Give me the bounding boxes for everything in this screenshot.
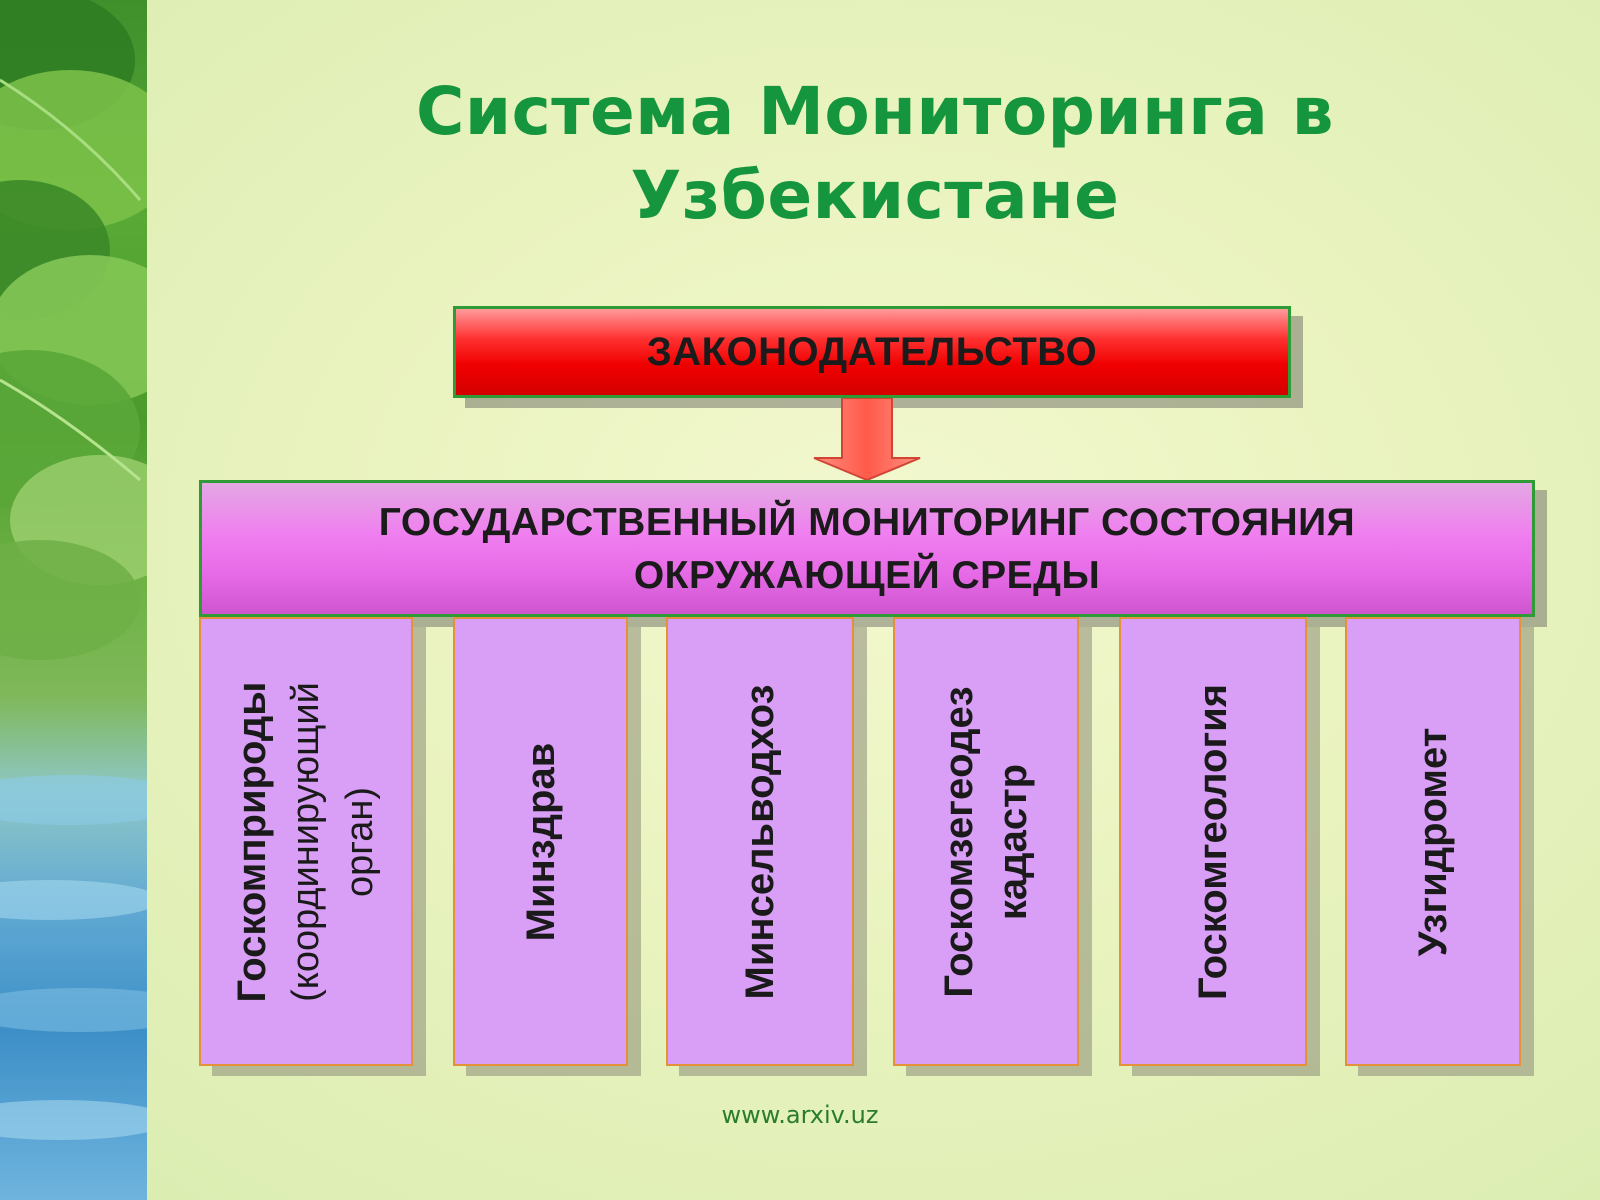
org-column-minselvodkhoz: Минсельводхоз [666, 617, 854, 1066]
footer-url: www.arxiv.uz [700, 1101, 900, 1129]
org-name: Минсельводхоз [733, 684, 787, 999]
down-arrow-icon [812, 398, 922, 480]
org-note: (координирующий орган) [279, 681, 387, 1002]
org-column-goskomgeologiya: Госкомгеология [1119, 617, 1307, 1066]
org-name: Госкомзегеодез кадастр [932, 686, 1040, 997]
org-name: Госкомприроды [225, 681, 279, 1002]
org-column-goskompriroda: Госкомприроды (координирующий орган) [199, 617, 413, 1066]
org-name: Госкомгеология [1186, 683, 1240, 999]
state-monitoring-label: ГОСУДАРСТВЕННЫЙ МОНИТОРИНГ СОСТОЯНИЯ ОКР… [379, 496, 1355, 602]
org-column-goskomzemgeodezkadastr: Госкомзегеодез кадастр [893, 617, 1079, 1066]
legislation-box: ЗАКОНОДАТЕЛЬСТВО [453, 306, 1291, 398]
org-name: Минздрав [514, 742, 568, 941]
org-column-minzdrav: Минздрав [453, 617, 628, 1066]
leaves-water-decoration [0, 0, 147, 1200]
page-title: Система Мониторинга в Узбекистане [190, 70, 1560, 238]
legislation-label: ЗАКОНОДАТЕЛЬСТВО [647, 330, 1098, 375]
org-column-uzgidromet: Узгидромет [1345, 617, 1521, 1066]
state-monitoring-box: ГОСУДАРСТВЕННЫЙ МОНИТОРИНГ СОСТОЯНИЯ ОКР… [199, 480, 1535, 617]
org-name: Узгидромет [1406, 727, 1460, 956]
